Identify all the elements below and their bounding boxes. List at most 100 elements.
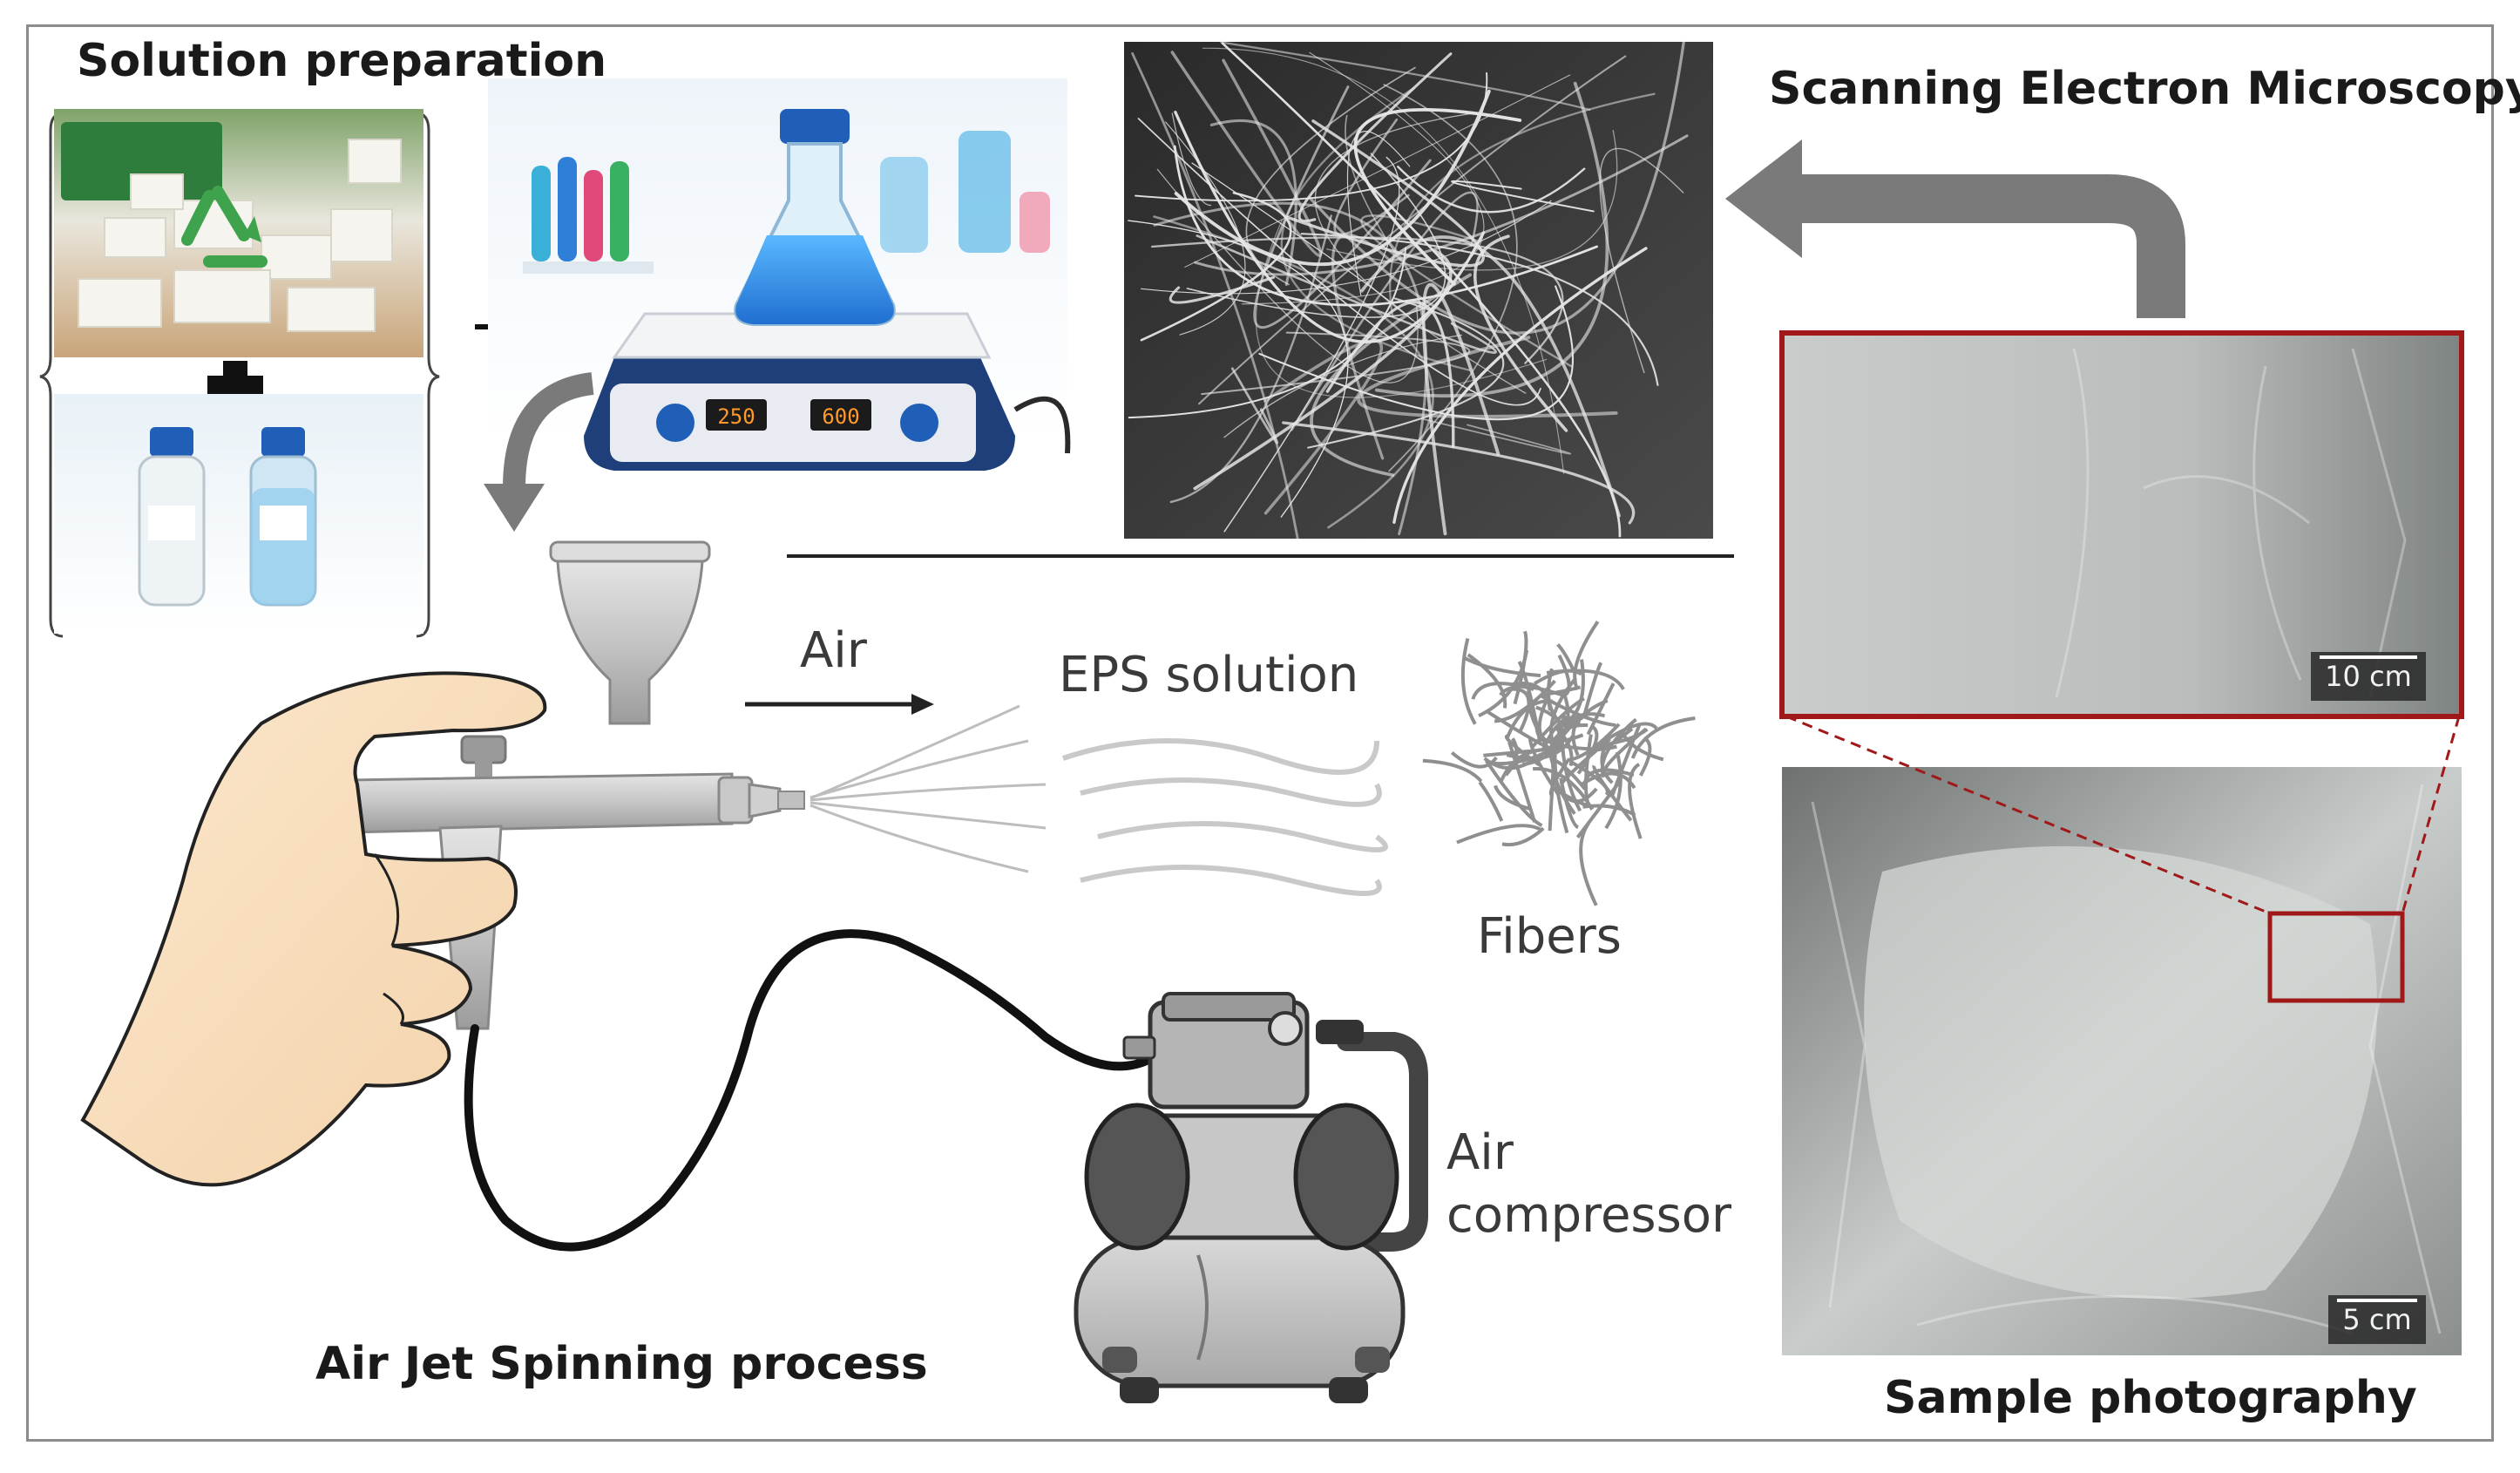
- fiber-strand: [1582, 804, 1636, 817]
- scale-bar-line-top: [2320, 655, 2417, 659]
- solution-preparation-panel: [39, 109, 440, 638]
- fiber-strand: [1533, 669, 1582, 686]
- fiber-strand: [1628, 763, 1643, 839]
- display-left-value: 250: [717, 404, 755, 429]
- fiber-strand: [1630, 716, 1696, 759]
- sem-fiber-strand: [1141, 200, 1552, 295]
- fiber-strand: [1456, 824, 1543, 845]
- fiber-strand: [1422, 758, 1483, 783]
- fiber-strand: [1526, 684, 1556, 760]
- bracket-right: [416, 112, 440, 638]
- fiber-strand: [1549, 676, 1578, 750]
- scale-bar-10cm: 10 cm: [2311, 652, 2426, 701]
- scale-bar-5cm-label: 5 cm: [2342, 1303, 2412, 1336]
- sem-fiber-strand: [1420, 417, 1571, 455]
- air-compressor: [1074, 992, 1428, 1403]
- sem-fiber-strand: [1184, 74, 1571, 268]
- eps-chunks: [78, 139, 402, 332]
- scale-bar-line-bottom: [2337, 1299, 2417, 1302]
- sem-fiber-strand: [1307, 297, 1505, 449]
- fiber-ball: [1422, 620, 1696, 906]
- figure-frame: [26, 24, 2494, 1442]
- fiber-strand: [1478, 781, 1504, 822]
- label-eps-solution: EPS solution: [1059, 647, 1359, 703]
- background-flasks: [880, 131, 1050, 253]
- display-left: [706, 399, 767, 431]
- fiber-strand: [1460, 637, 1477, 725]
- sem-fiber-strand: [1173, 145, 1598, 307]
- label-air-jet-spinning: Air Jet Spinning process: [315, 1338, 928, 1390]
- magnetic-stirrer-illustration: [488, 78, 1071, 471]
- fiber-strand: [1548, 759, 1570, 798]
- recycle-icon: [181, 186, 268, 268]
- hand: [80, 671, 547, 1187]
- sem-fiber-strand: [1599, 147, 1684, 374]
- sem-fiber-strand: [1360, 235, 1621, 518]
- sem-fiber-strand: [1245, 66, 1416, 286]
- curved-arrow-to-airbrush: [484, 372, 594, 532]
- sem-fiber-strand: [1165, 121, 1246, 336]
- fiber-strand: [1575, 782, 1621, 838]
- sem-fiber-strand: [1171, 112, 1212, 207]
- fiber-strand: [1576, 724, 1599, 775]
- fiber-strand: [1505, 699, 1553, 740]
- fiber-strand: [1532, 767, 1594, 811]
- sem-fiber-strand: [1357, 336, 1618, 418]
- sem-fiber-strand: [1333, 118, 1410, 236]
- sem-fibers: [1128, 41, 1689, 540]
- sem-fiber-strand: [1170, 51, 1323, 257]
- sem-fiber-strand: [1325, 301, 1455, 449]
- sem-fiber-strand: [1174, 89, 1491, 267]
- fiber-strand: [1554, 659, 1585, 730]
- sem-fiber-strand: [1135, 71, 1488, 202]
- fiber-strand: [1541, 716, 1582, 750]
- fiber-strand: [1494, 784, 1531, 811]
- scale-bar-5cm: 5 cm: [2328, 1295, 2426, 1344]
- bottle-clear: [138, 427, 206, 607]
- fiber-strand: [1450, 751, 1498, 769]
- label-air: Air: [800, 622, 867, 679]
- air-hose: [464, 929, 1155, 1252]
- sample-photo-full: [1782, 767, 2462, 1355]
- sem-fiber-strand: [1308, 41, 1685, 335]
- fiber-strand: [1604, 751, 1622, 830]
- sem-fiber-strand: [1128, 247, 1407, 419]
- display-right: [810, 399, 871, 431]
- sem-fiber-strand: [1209, 119, 1297, 286]
- sem-fiber-strand: [1345, 114, 1402, 262]
- sem-fiber-strand: [1202, 47, 1565, 474]
- fiber-strand: [1501, 826, 1545, 847]
- fiber-strand: [1554, 691, 1570, 750]
- sem-fiber-strand: [1473, 234, 1568, 432]
- display-right-value: 600: [822, 404, 859, 429]
- label-solution-preparation: Solution preparation: [77, 35, 607, 87]
- sem-fiber-strand: [1223, 334, 1462, 438]
- sem-fiber-strand: [1169, 275, 1275, 304]
- scale-bar-10cm-label: 10 cm: [2325, 660, 2412, 693]
- fiber-strand: [1559, 787, 1598, 804]
- fiber-strand: [1556, 642, 1577, 675]
- sem-fiber-strand: [1451, 180, 1595, 213]
- sem-fiber-strand: [1314, 112, 1527, 394]
- sem-fiber-strand: [1331, 233, 1392, 460]
- test-tube-rack: [523, 157, 654, 274]
- sem-fiber-strand: [1392, 247, 1648, 524]
- label-sem: Scanning Electron Microscopy: [1769, 63, 2520, 115]
- fiber-strand: [1559, 777, 1580, 830]
- label-sample-photography: Sample photography: [1884, 1372, 2417, 1424]
- fiber-strand: [1582, 662, 1603, 717]
- sem-fiber-strand: [1174, 111, 1486, 343]
- spray-lines: [810, 704, 1047, 873]
- label-air-compressor-2: compressor: [1446, 1187, 1732, 1244]
- air-arrow: [745, 694, 934, 715]
- sem-fiber-strand: [1263, 339, 1384, 515]
- fiber-strand: [1603, 727, 1648, 772]
- solvent-bottles-photo: [54, 394, 423, 634]
- sem-fiber-strand: [1310, 273, 1472, 478]
- sem-fiber-strand: [1131, 51, 1299, 540]
- solution-stream-lines: [1062, 738, 1388, 896]
- fiber-strand: [1569, 760, 1609, 797]
- bracket-left: [39, 112, 64, 638]
